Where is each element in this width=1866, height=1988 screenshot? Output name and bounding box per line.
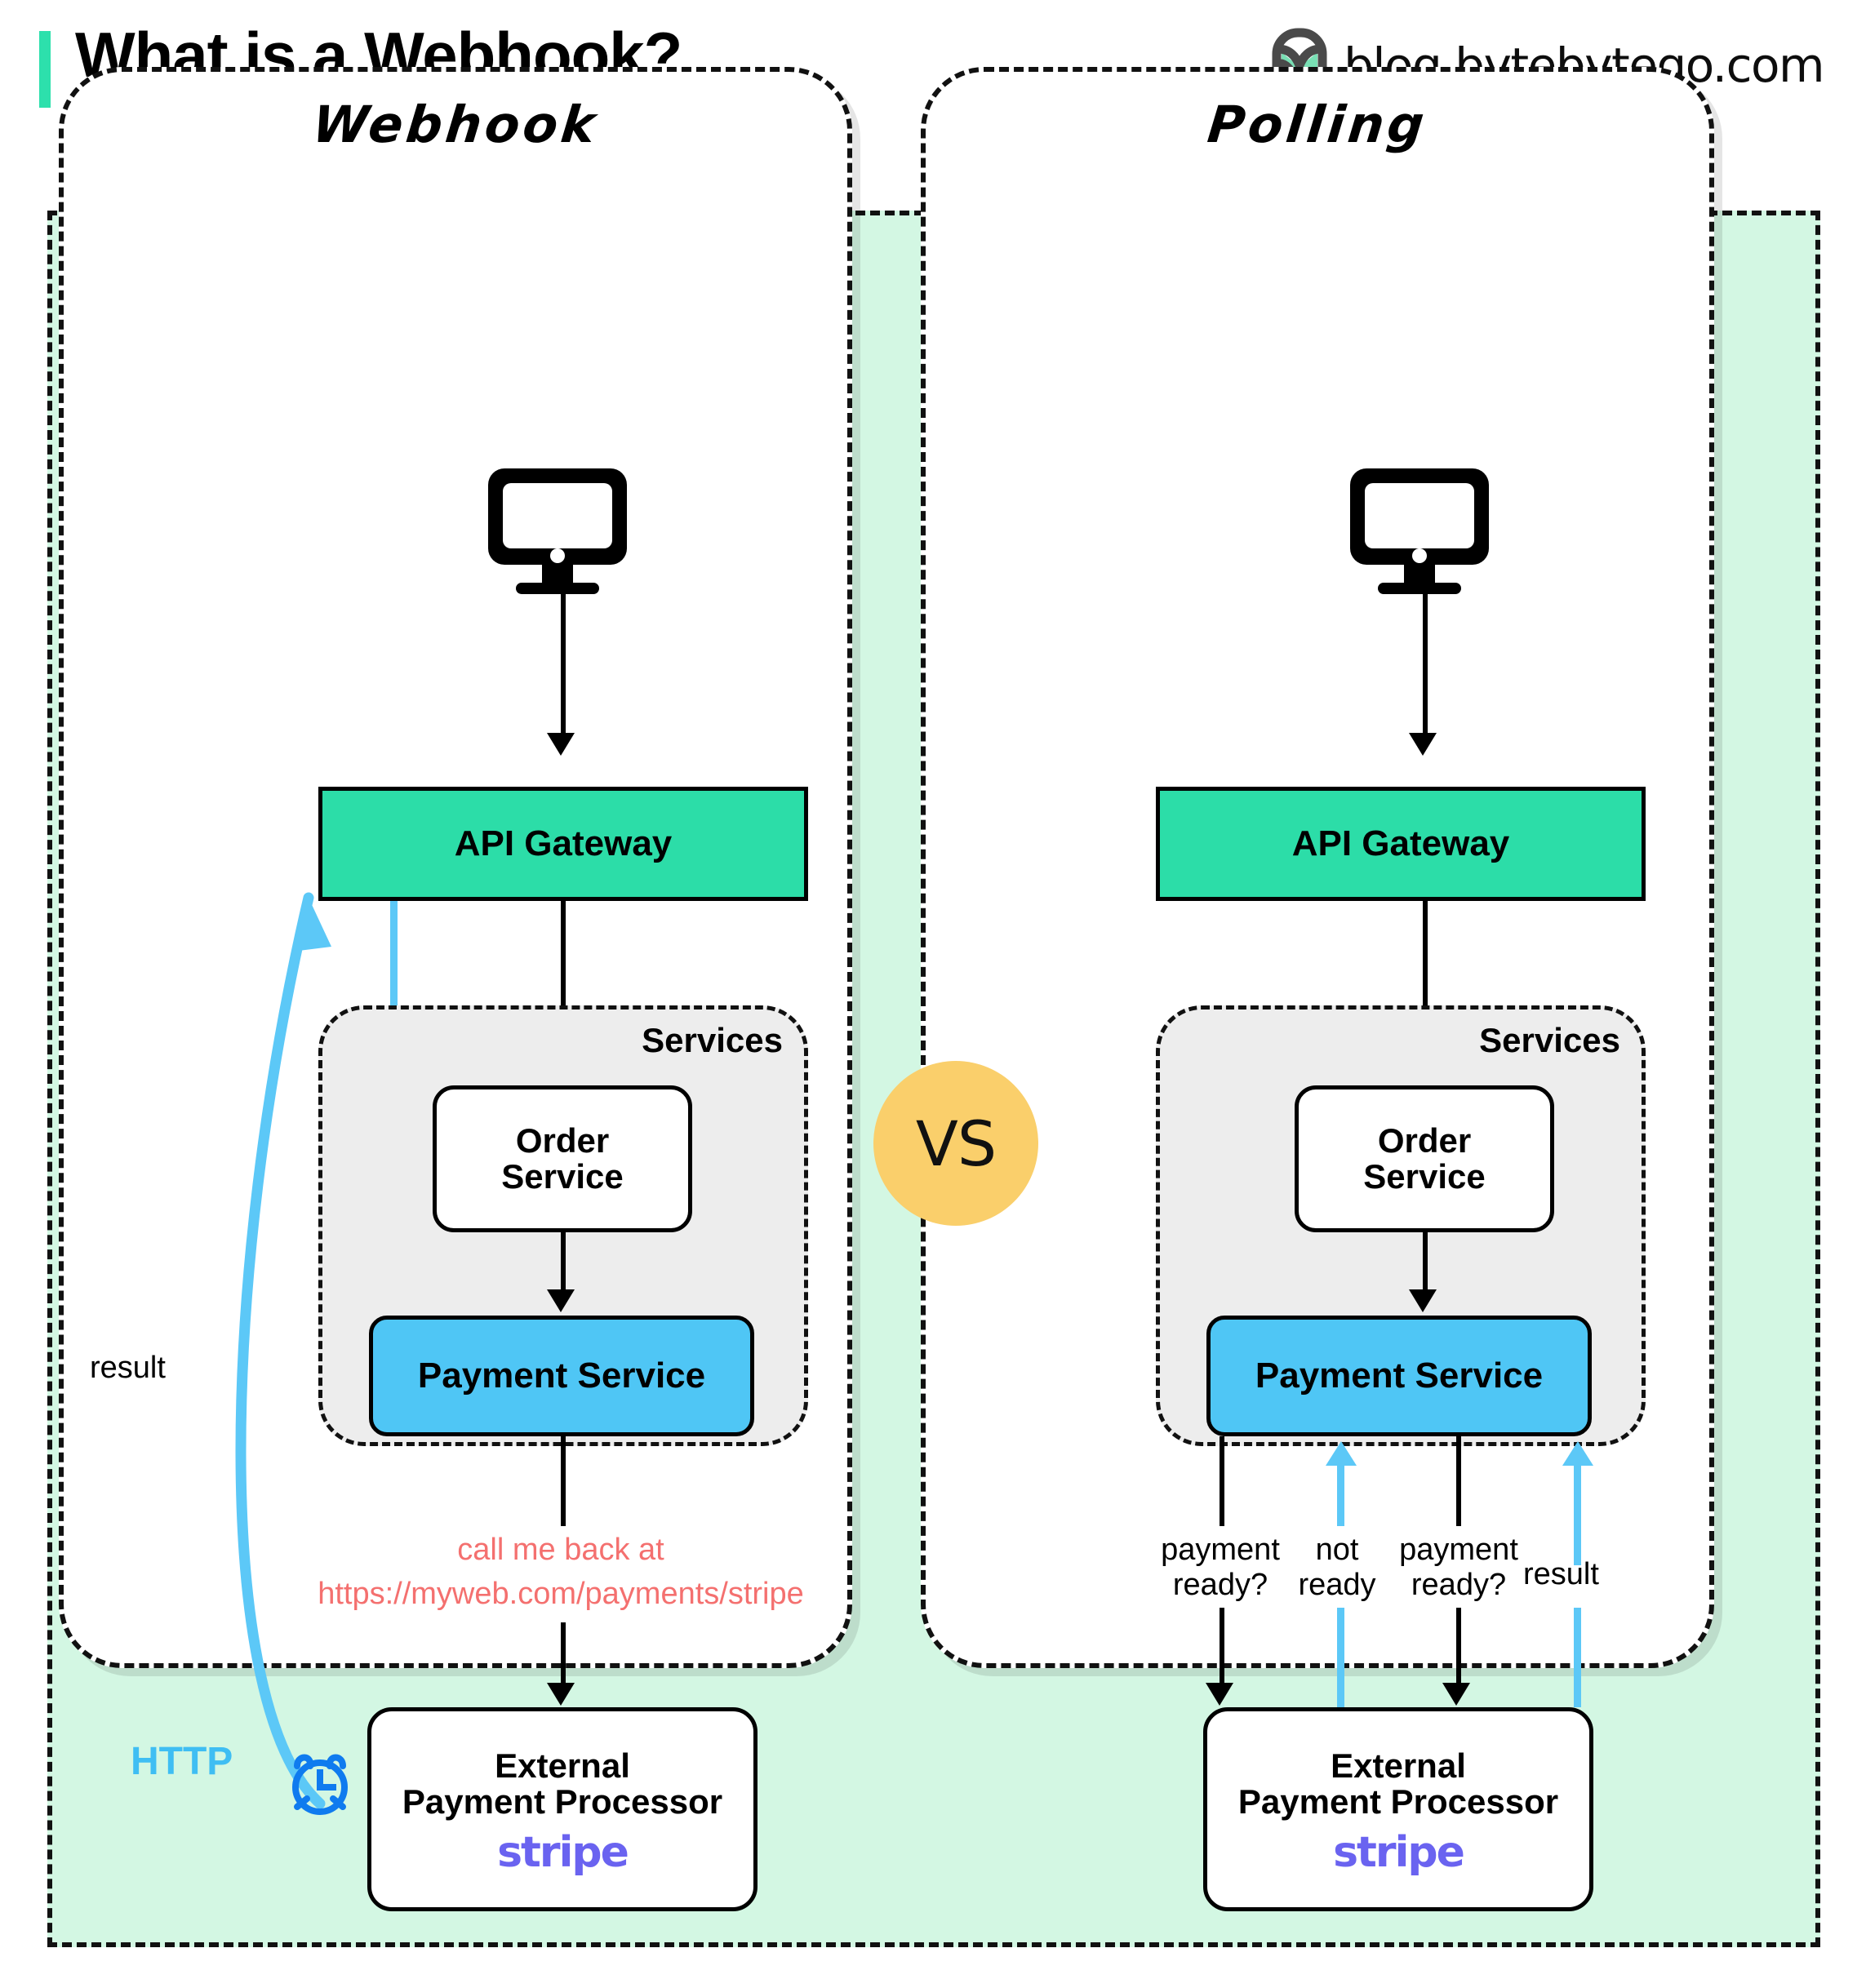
arrowhead [1442,1683,1470,1706]
arrowhead [1206,1683,1233,1706]
payment-service-webhook: Payment Service [369,1316,754,1436]
arrowhead [547,1683,575,1706]
arrow-payment-to-external-webhook-2 [561,1622,566,1686]
external-line1: External [495,1746,630,1785]
poll-label-1: payment ready? [1122,1533,1318,1602]
desktop-monitor-icon [1345,464,1494,598]
order-service-webhook: Order Service [433,1085,692,1232]
arrow-order-to-payment-polling [1423,1232,1428,1293]
order-service-line1: Order [1377,1120,1472,1160]
panel-polling-title: Polling [1205,95,1430,154]
title-accent-bar [39,31,51,108]
arrow-gateway-to-order-polling [1423,901,1428,1074]
external-line2: Payment Processor [402,1782,723,1822]
arrow-gateway-to-order-webhook [561,901,566,1074]
arrow-client-to-gateway-polling [1423,589,1428,736]
arrow-poll-query-1b [1220,1608,1224,1686]
order-service-line1: Order [515,1120,610,1160]
arrow-payment-to-external-webhook [561,1436,566,1526]
poll-label-1-line2: ready? [1172,1567,1268,1602]
arrow-poll-response-2 [1574,1466,1581,1565]
arrow-order-to-payment-webhook [561,1232,566,1293]
http-label-webhook: HTTP [131,1740,233,1783]
arrowhead [1409,1289,1437,1312]
order-service-polling: Order Service [1295,1085,1554,1232]
external-payment-processor-webhook: External Payment Processor stripe [367,1707,758,1911]
arrow-poll-query-2b [1456,1608,1461,1686]
callback-note-line2: https://myweb.com/payments/stripe [318,1577,804,1611]
services-label: Services [1479,1021,1620,1059]
arrowhead [547,1289,575,1312]
payment-service-polling: Payment Service [1206,1316,1592,1436]
arrowhead [1326,1441,1357,1466]
external-line2: Payment Processor [1237,1782,1559,1822]
arrow-poll-query-2 [1456,1436,1461,1526]
order-service-line2: Service [501,1157,624,1196]
vs-badge: VS [873,1061,1038,1226]
arrow-poll-query-1 [1220,1436,1224,1526]
order-service-line2: Service [1363,1157,1486,1196]
arrowhead [547,733,575,756]
stripe-logo: stripe [497,1827,629,1877]
desktop-monitor-icon [483,464,632,598]
result-label-webhook: result [90,1351,166,1385]
callback-note-line1: call me back at [457,1533,664,1567]
poll-label-2: not ready [1272,1533,1402,1602]
api-gateway-label: API Gateway [1291,823,1510,863]
poll-label-4-line1: result [1523,1557,1599,1591]
arrow-poll-response-1 [1337,1466,1344,1526]
api-gateway-webhook: API Gateway [318,787,808,901]
api-gateway-polling: API Gateway [1156,787,1646,901]
arrow-poll-response-2b [1574,1608,1581,1707]
external-payment-processor-polling: External Payment Processor stripe [1203,1707,1593,1911]
poll-label-2-line2: ready [1298,1567,1376,1602]
external-line1: External [1331,1746,1466,1785]
payment-service-label: Payment Service [417,1356,706,1396]
stripe-logo: stripe [1333,1827,1465,1877]
poll-label-3-line1: payment [1399,1533,1518,1567]
services-label: Services [642,1021,783,1059]
poll-label-1-line1: payment [1161,1533,1280,1567]
poll-label-3-line2: ready? [1411,1567,1507,1602]
alarm-clock-icon [282,1745,358,1824]
arrowhead [1562,1441,1593,1466]
poll-label-3: payment ready? [1361,1533,1557,1602]
arrowhead [1409,733,1437,756]
poll-label-2-line1: not [1315,1533,1359,1567]
poll-label-4: result [1523,1557,1686,1592]
payment-service-label: Payment Service [1255,1356,1544,1396]
api-gateway-label: API Gateway [454,823,673,863]
arrow-client-to-gateway-webhook [561,589,566,736]
vs-label: VS [915,1107,997,1180]
arrow-webhook-callback-curve [235,892,331,1809]
panel-webhook-title: Webhook [309,95,602,154]
arrow-poll-response-1b [1337,1608,1344,1707]
